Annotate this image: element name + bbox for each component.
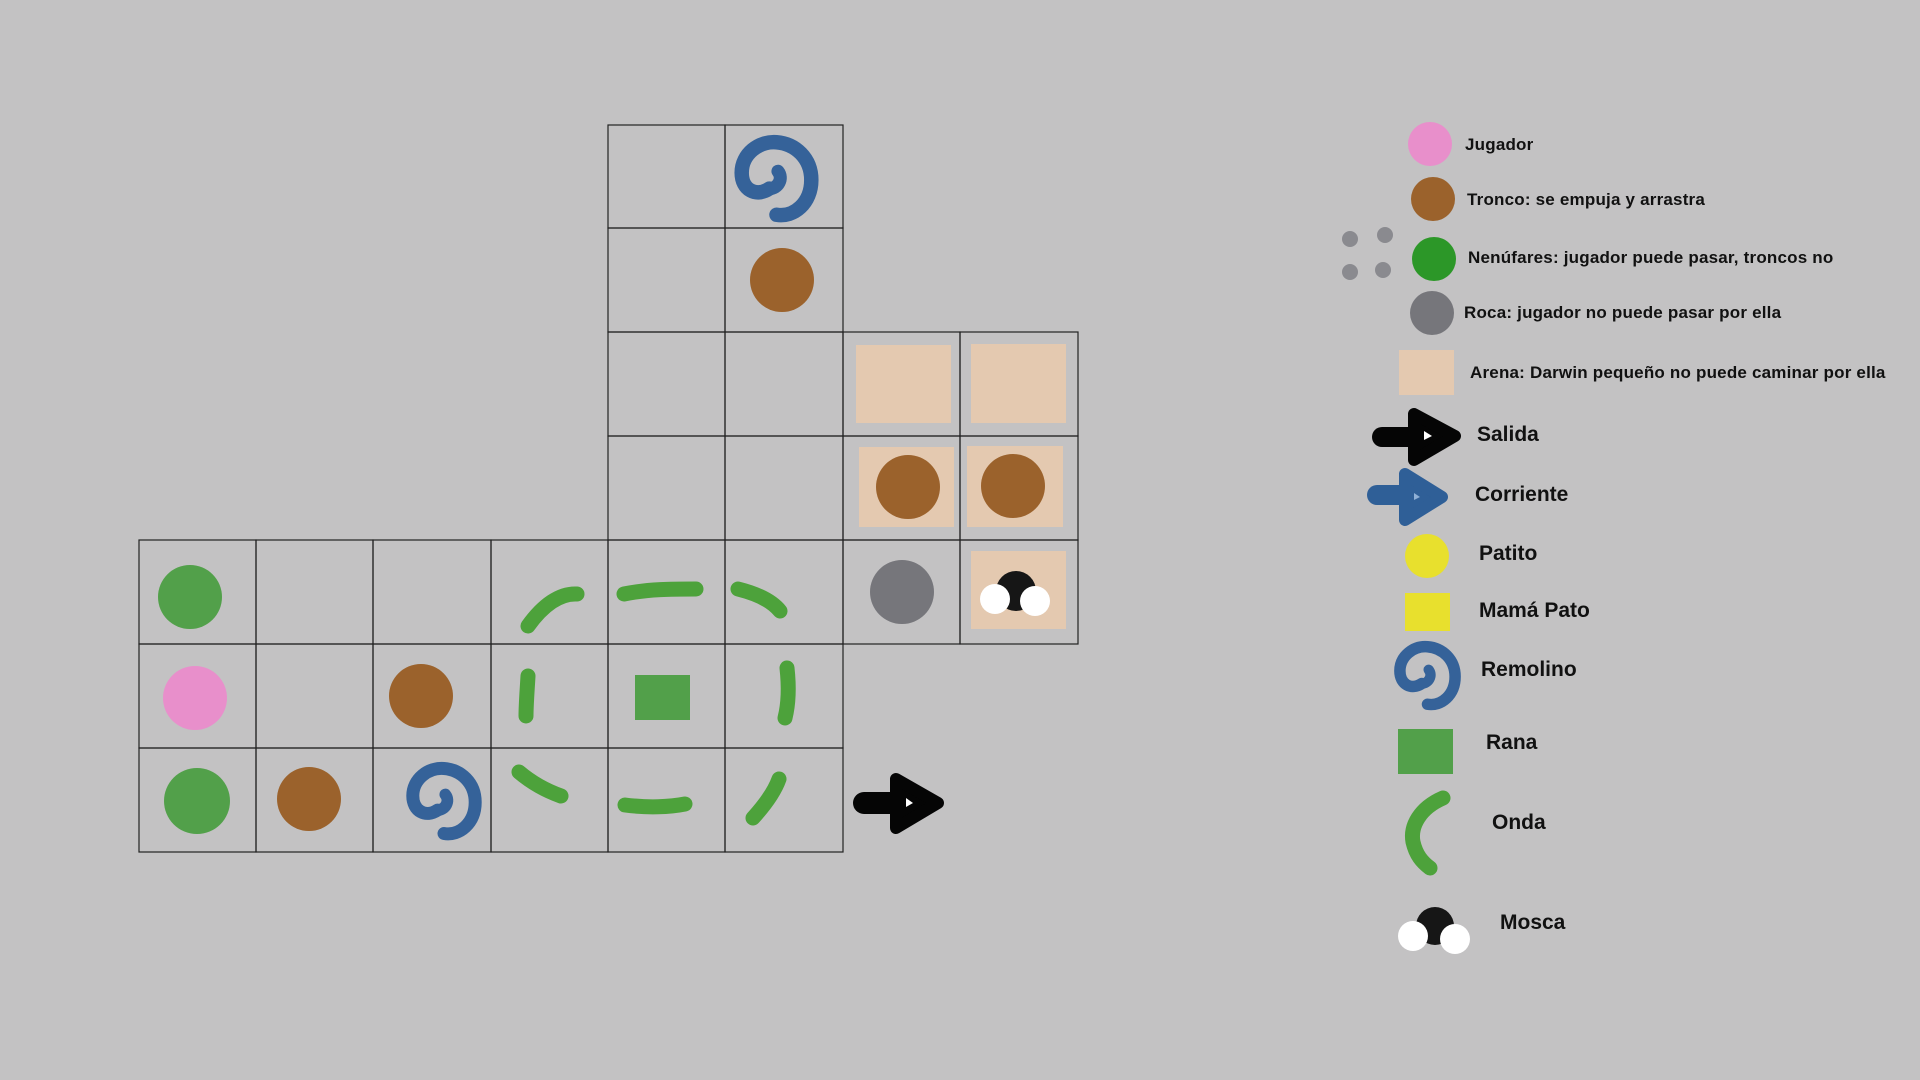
- onda-piece: [777, 660, 796, 726]
- cell: [607, 124, 726, 229]
- corriente-arrow-icon: [1367, 468, 1448, 526]
- mama-pato-icon: [1405, 593, 1450, 631]
- legend-jugador-label: Jugador: [1465, 135, 1534, 154]
- tronco-piece: [876, 455, 940, 519]
- legend-mama-pato-label: Mamá Pato: [1479, 599, 1590, 622]
- cell: [255, 643, 374, 749]
- cell: [724, 747, 844, 853]
- nenufar-piece: [158, 565, 222, 629]
- rana-icon: [1398, 729, 1453, 774]
- mosca-icon: [1398, 907, 1470, 954]
- mosca-piece: [980, 571, 1050, 616]
- cell: [607, 331, 726, 437]
- onda-piece: [617, 796, 693, 815]
- legend-remolino-label: Remolino: [1481, 658, 1577, 681]
- onda-piece: [511, 764, 569, 804]
- legend-roca-label: Roca: jugador no puede pasar por ella: [1464, 303, 1782, 322]
- cell: [490, 643, 609, 749]
- cell: [372, 539, 492, 645]
- jugador-piece: [163, 666, 227, 730]
- onda-piece: [518, 668, 536, 724]
- arena-icon: [1399, 350, 1454, 395]
- arena-tile: [971, 344, 1066, 423]
- legend-salida-label: Salida: [1477, 423, 1539, 446]
- cell: [607, 227, 726, 333]
- nenufares-dots-icon: [1342, 227, 1393, 280]
- legend-corriente-label: Corriente: [1475, 483, 1569, 506]
- legend-mosca-label: Mosca: [1500, 911, 1566, 934]
- nenufar-piece: [164, 768, 230, 834]
- cell: [490, 747, 609, 853]
- nenufares-icon: [1412, 237, 1456, 281]
- legend-arena-label: Arena: Darwin pequeño no puede caminar p…: [1470, 363, 1886, 382]
- onda-icon: [1405, 790, 1451, 876]
- cell: [255, 539, 374, 645]
- remolino-piece-top: [741, 142, 812, 216]
- cell: [490, 539, 609, 645]
- tronco-piece: [389, 664, 453, 728]
- rana-piece: [635, 675, 690, 720]
- tronco-piece: [981, 454, 1045, 518]
- salida-legend-arrow-icon: [1372, 408, 1461, 466]
- roca-piece: [870, 560, 934, 624]
- roca-icon: [1410, 291, 1454, 335]
- cell: [724, 331, 844, 437]
- patito-icon: [1405, 534, 1449, 578]
- cell: [724, 435, 844, 541]
- arena-tile: [856, 345, 951, 423]
- remolino-piece: [412, 768, 476, 834]
- tronco-piece: [277, 767, 341, 831]
- tronco-piece: [750, 248, 814, 312]
- legend-nenufares-label: Nenúfares: jugador puede pasar, troncos …: [1468, 248, 1834, 267]
- legend-patito-label: Patito: [1479, 542, 1538, 565]
- cell: [607, 435, 726, 541]
- cell: [959, 539, 1079, 645]
- onda-piece: [745, 771, 787, 826]
- onda-piece: [520, 586, 585, 634]
- salida-arrow-icon: [853, 773, 944, 834]
- legend-rana-label: Rana: [1486, 731, 1538, 754]
- onda-piece: [730, 581, 788, 619]
- tronco-icon: [1411, 177, 1455, 221]
- onda-piece: [616, 581, 704, 602]
- remolino-icon: [1399, 646, 1456, 705]
- jugador-icon: [1408, 122, 1452, 166]
- legend-tronco-label: Tronco: se empuja y arrastra: [1467, 190, 1706, 209]
- legend-onda-label: Onda: [1492, 811, 1546, 834]
- board-grid: [138, 124, 1079, 853]
